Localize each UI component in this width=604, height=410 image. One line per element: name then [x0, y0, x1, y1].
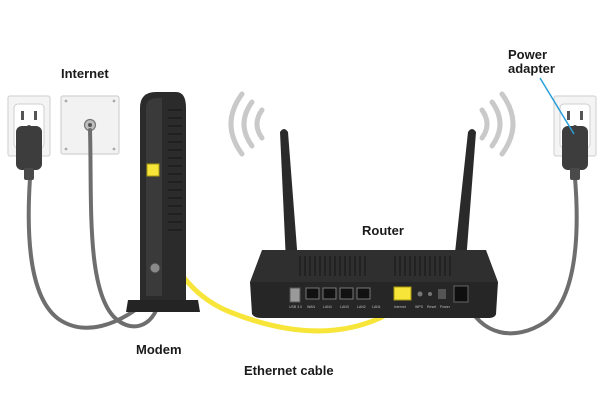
modem	[126, 92, 200, 312]
port-label-wps: WPS	[415, 305, 424, 309]
port-label-reset: Reset	[427, 305, 436, 309]
right-antenna	[454, 129, 476, 262]
port-label-usb: USB 3.0	[289, 305, 302, 309]
router-port-lan3	[339, 287, 354, 300]
power-adapter-label-line1: Power	[508, 47, 548, 62]
port-label-wan: WAN	[307, 305, 316, 309]
router-reset-button	[428, 292, 432, 296]
port-label-lan1: LAN1	[372, 305, 381, 309]
router-port-lan4	[322, 287, 337, 300]
power-adapter-callout-line	[539, 77, 575, 135]
router-internet-port	[393, 286, 412, 301]
power-adapter-label-line2: adapter	[508, 61, 555, 76]
internet-label: Internet	[61, 66, 109, 81]
router-usb-port	[289, 287, 301, 303]
port-label-lan2: LAN2	[357, 305, 366, 309]
ethernet-cable-label: Ethernet cable	[244, 363, 334, 378]
right-power-plug	[562, 126, 588, 180]
router-power-switch	[438, 289, 446, 299]
router-port-wan	[305, 287, 320, 300]
router: USB 3.0 WAN LAN4 LAN3 LAN2 LAN1 Internet…	[250, 129, 498, 318]
port-label-lan4: LAN4	[323, 305, 332, 309]
router-dc-jack	[453, 285, 469, 303]
router-port-lan2	[356, 287, 371, 300]
power-adapter-label: Power adapter	[508, 48, 588, 76]
wifi-waves-left	[228, 91, 265, 157]
port-label-internet: Internet	[394, 305, 406, 309]
coax-cable	[88, 128, 162, 329]
port-label-power: Power	[440, 305, 451, 309]
wifi-waves-right	[479, 91, 516, 157]
router-wps-button	[417, 291, 423, 297]
router-label: Router	[362, 223, 404, 238]
modem-label: Modem	[136, 342, 182, 357]
left-antenna	[280, 129, 298, 262]
port-label-lan3: LAN3	[340, 305, 349, 309]
left-power-plug	[16, 126, 42, 180]
router-power-cable	[464, 176, 579, 336]
